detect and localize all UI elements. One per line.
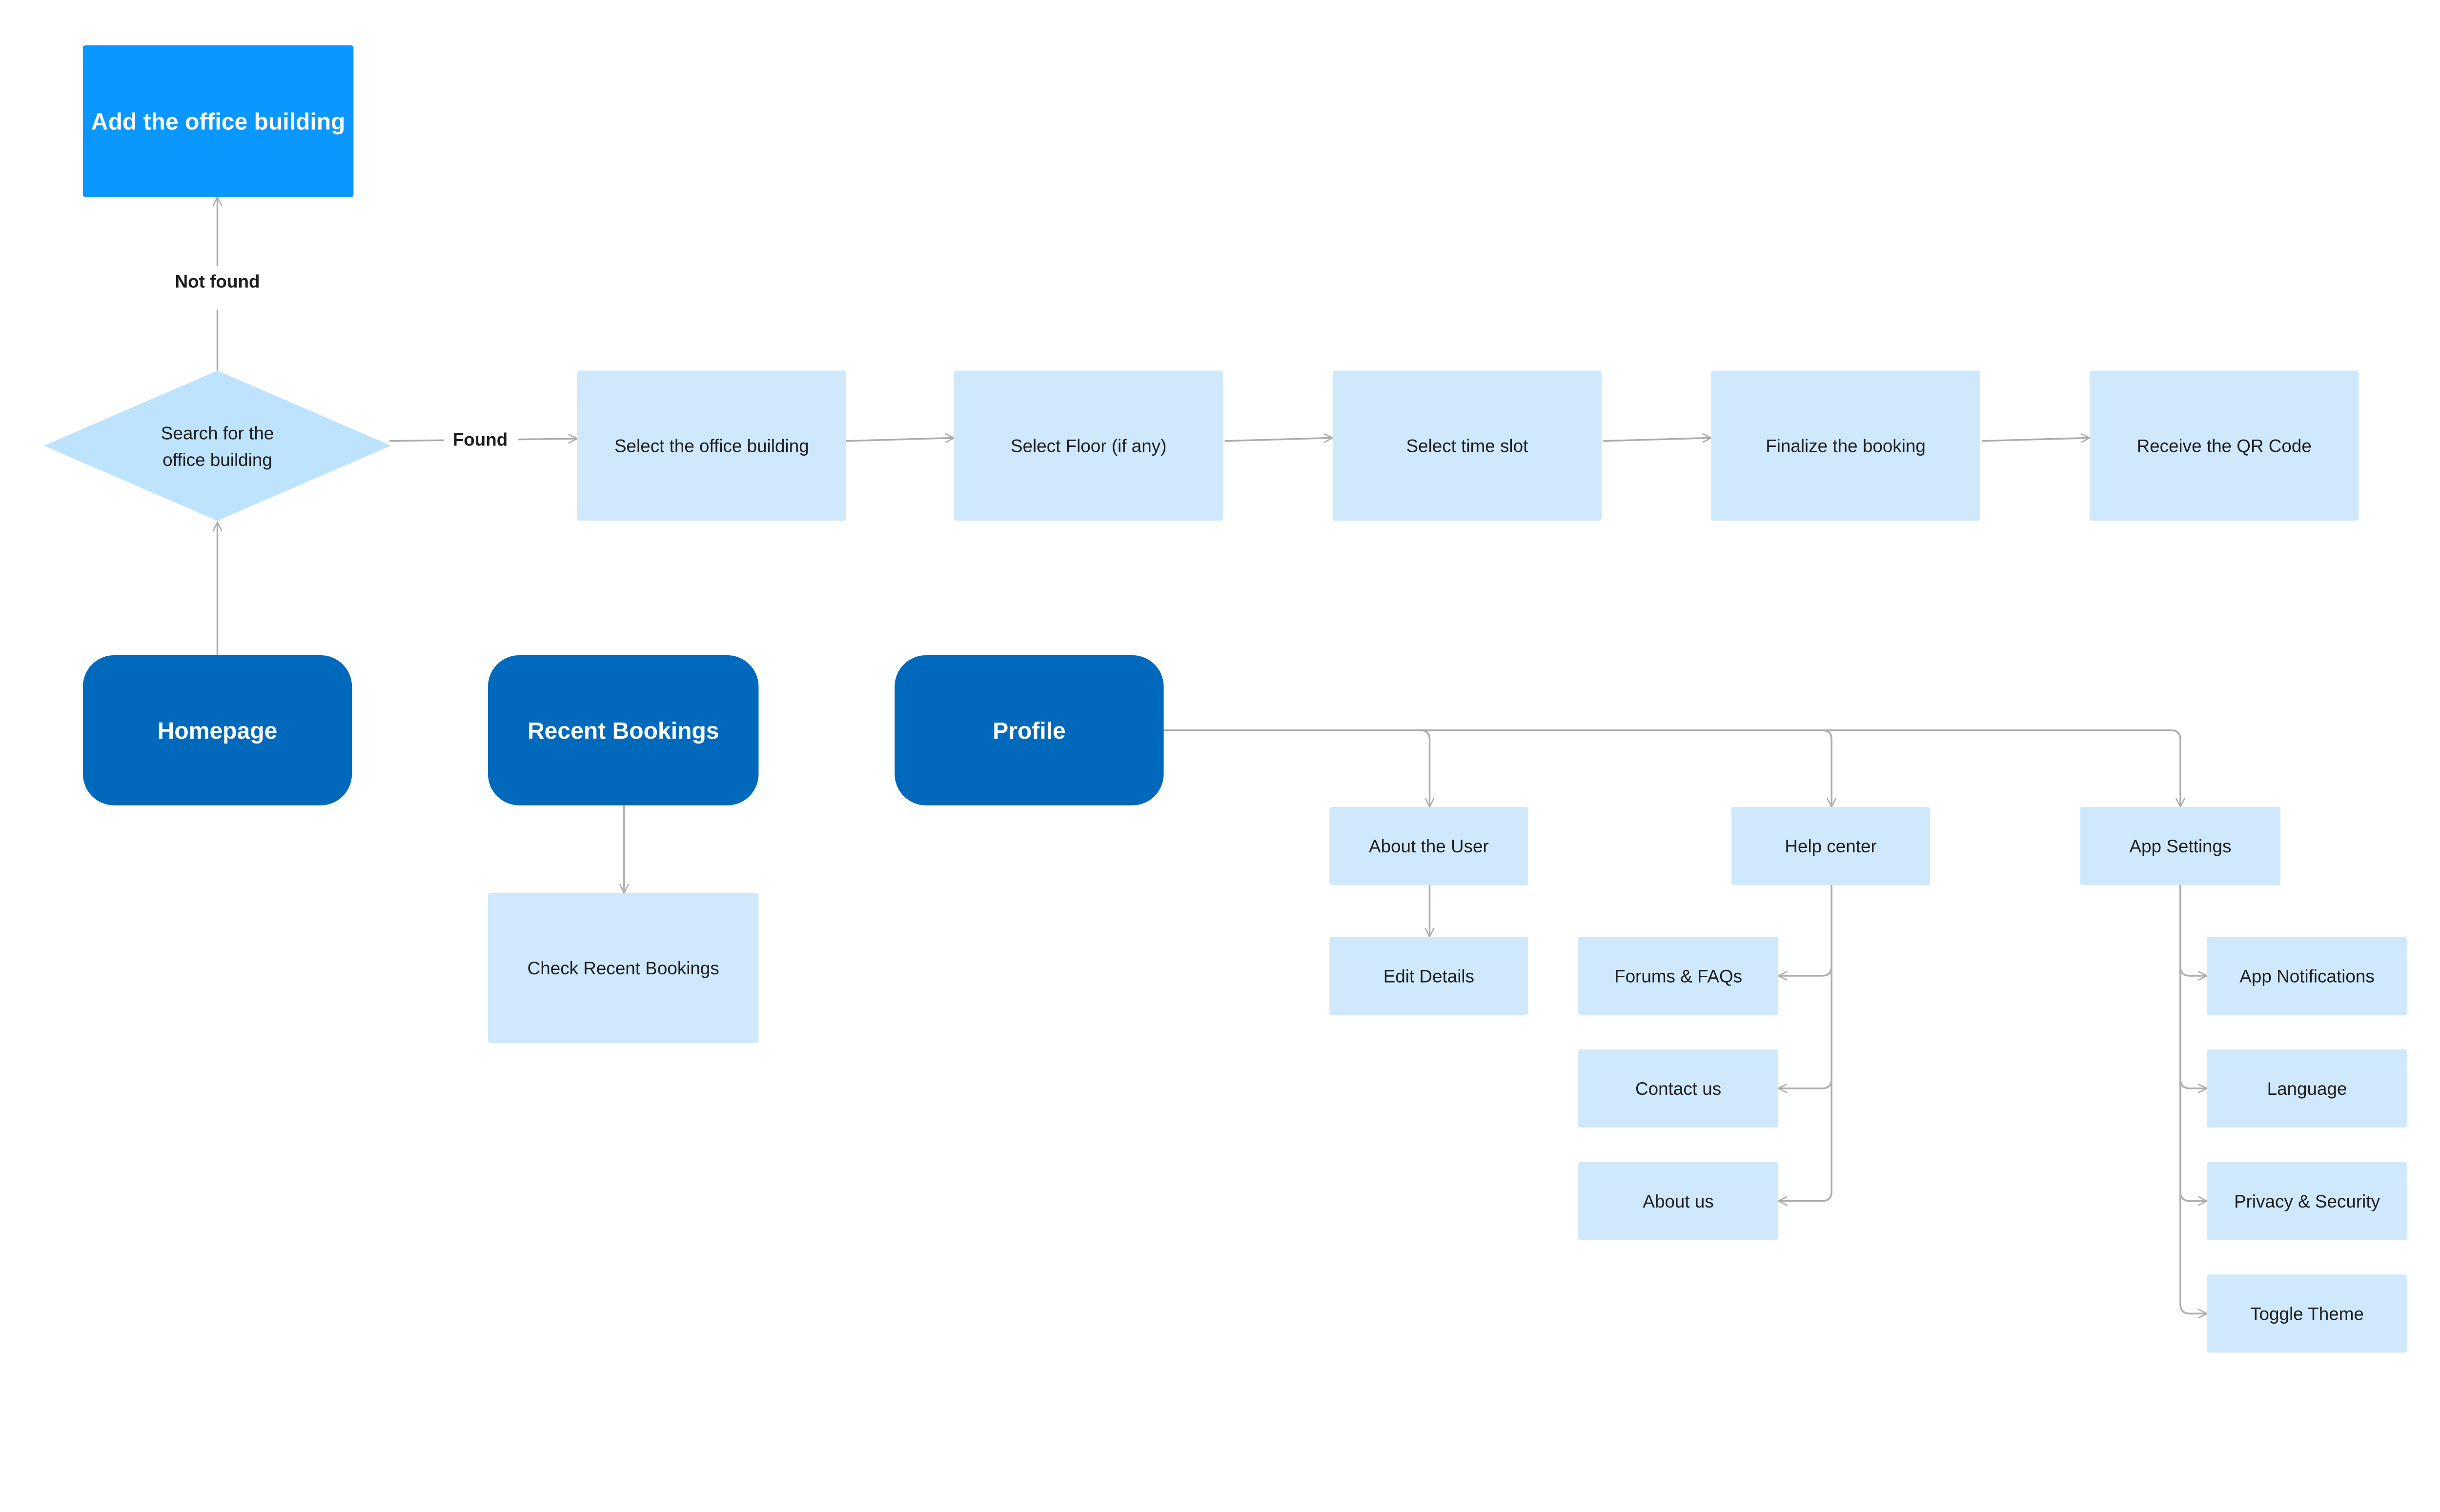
decision-diamond-shape — [43, 370, 391, 521]
node-recent-bookings[interactable]: Recent Bookings — [488, 655, 759, 806]
node-help-center-shape — [1731, 806, 1931, 886]
node-theme-shape — [2207, 1274, 2407, 1353]
edge-help-to-contact — [1778, 885, 1832, 1089]
node-privacy[interactable]: Privacy & Security — [2207, 1162, 2407, 1240]
node-about-user[interactable]: About the User — [1329, 806, 1528, 886]
node-homepage-label: Homepage — [158, 718, 278, 744]
edge-profile-to-settings — [1163, 729, 2180, 807]
node-receive-qr-label: Receive the QR Code — [2136, 436, 2311, 456]
node-notifications[interactable]: App Notifications — [2207, 936, 2407, 1015]
node-theme-label: Toggle Theme — [2250, 1304, 2364, 1324]
node-recent-bookings-shape — [488, 655, 759, 806]
edge-settings-to-privacy — [2179, 885, 2207, 1201]
node-about-user-label: About the User — [1369, 836, 1489, 856]
node-finalize[interactable]: Finalize the booking — [1711, 370, 1980, 521]
edge-time-to-finalize — [1603, 438, 1711, 441]
node-help-center-label: Help center — [1785, 836, 1876, 856]
node-check-recent-label: Check Recent Bookings — [528, 958, 719, 978]
node-finalize-label: Finalize the booking — [1766, 436, 1926, 456]
edge-floor-to-time — [1224, 438, 1333, 441]
node-select-time-label: Select time slot — [1406, 436, 1528, 456]
node-app-settings[interactable]: App Settings — [2080, 806, 2281, 886]
node-about-us-shape — [1578, 1162, 1779, 1240]
node-edit-details[interactable]: Edit Details — [1329, 936, 1528, 1015]
edges — [218, 197, 2207, 1313]
node-app-settings-shape — [2080, 806, 2281, 886]
edge-settings-to-theme — [2179, 885, 2207, 1313]
node-search-label-line: office building — [163, 450, 272, 470]
edge-settings-to-language — [2179, 885, 2207, 1089]
edge-profile-to-user — [1420, 729, 1429, 807]
node-about-user-shape — [1329, 806, 1528, 886]
node-recent-bookings-label: Recent Bookings — [528, 718, 719, 744]
edge-help-to-about — [1778, 885, 1832, 1201]
node-theme[interactable]: Toggle Theme — [2207, 1274, 2407, 1353]
edge-help-to-forums — [1778, 885, 1832, 976]
node-contact-label: Contact us — [1635, 1079, 1721, 1099]
node-select-building[interactable]: Select the office building — [577, 370, 846, 521]
node-finalize-shape — [1711, 370, 1980, 521]
node-edit-details-label: Edit Details — [1383, 966, 1474, 986]
node-select-time[interactable]: Select time slot — [1332, 370, 1602, 521]
node-privacy-label: Privacy & Security — [2234, 1191, 2380, 1211]
node-homepage-shape — [82, 655, 352, 806]
node-select-floor-shape — [954, 370, 1223, 521]
node-select-building-shape — [577, 370, 846, 521]
node-profile-shape — [895, 655, 1164, 806]
node-receive-qr[interactable]: Receive the QR Code — [2090, 370, 2359, 521]
node-profile-label: Profile — [993, 718, 1066, 744]
node-edit-details-shape — [1329, 936, 1528, 1015]
edge-building-to-floor — [846, 438, 954, 441]
node-language-label: Language — [2267, 1079, 2347, 1099]
edge-label-background — [164, 265, 271, 294]
node-add-building[interactable]: Add the office building — [82, 45, 354, 197]
node-profile[interactable]: Profile — [895, 655, 1164, 806]
node-select-floor-label: Select Floor (if any) — [1011, 436, 1166, 456]
node-receive-qr-shape — [2090, 370, 2359, 521]
node-add-building-shape — [82, 45, 354, 197]
edge-label-not-found: Not found — [175, 272, 260, 292]
edge-settings-to-notifications — [2179, 885, 2207, 976]
node-add-building-label: Add the office building — [91, 109, 346, 135]
edge-labels: Not found Found — [164, 265, 508, 449]
node-search-label-line: Search for the — [161, 423, 274, 444]
edge-finalize-to-qr — [1981, 438, 2090, 441]
node-select-floor[interactable]: Select Floor (if any) — [954, 370, 1223, 521]
node-select-building-label: Select the office building — [614, 436, 809, 456]
node-check-recent[interactable]: Check Recent Bookings — [488, 893, 759, 1043]
node-forums-shape — [1578, 936, 1779, 1015]
node-check-recent-shape — [488, 893, 759, 1043]
node-search-decision[interactable]: Search for the office building — [43, 370, 391, 521]
node-homepage[interactable]: Homepage — [82, 655, 352, 806]
node-privacy-shape — [2207, 1162, 2407, 1240]
node-notifications-label: App Notifications — [2239, 966, 2374, 986]
edge-profile-to-help — [1822, 729, 1831, 807]
edge-search-found — [389, 439, 445, 442]
node-forums-label: Forums & FAQs — [1614, 966, 1742, 986]
node-contact-shape — [1578, 1049, 1779, 1128]
node-select-time-shape — [1332, 370, 1602, 521]
node-about-us[interactable]: About us — [1578, 1162, 1779, 1240]
node-notifications-shape — [2207, 936, 2407, 1015]
node-help-center[interactable]: Help center — [1731, 806, 1931, 886]
node-forums[interactable]: Forums & FAQs — [1578, 936, 1779, 1015]
edge-label-found: Found — [453, 429, 508, 449]
node-contact[interactable]: Contact us — [1578, 1049, 1779, 1128]
node-language-shape — [2207, 1049, 2407, 1128]
edge-found-to-select — [517, 439, 577, 440]
node-language[interactable]: Language — [2207, 1049, 2407, 1128]
node-about-us-label: About us — [1643, 1191, 1713, 1211]
node-app-settings-label: App Settings — [2129, 836, 2231, 856]
